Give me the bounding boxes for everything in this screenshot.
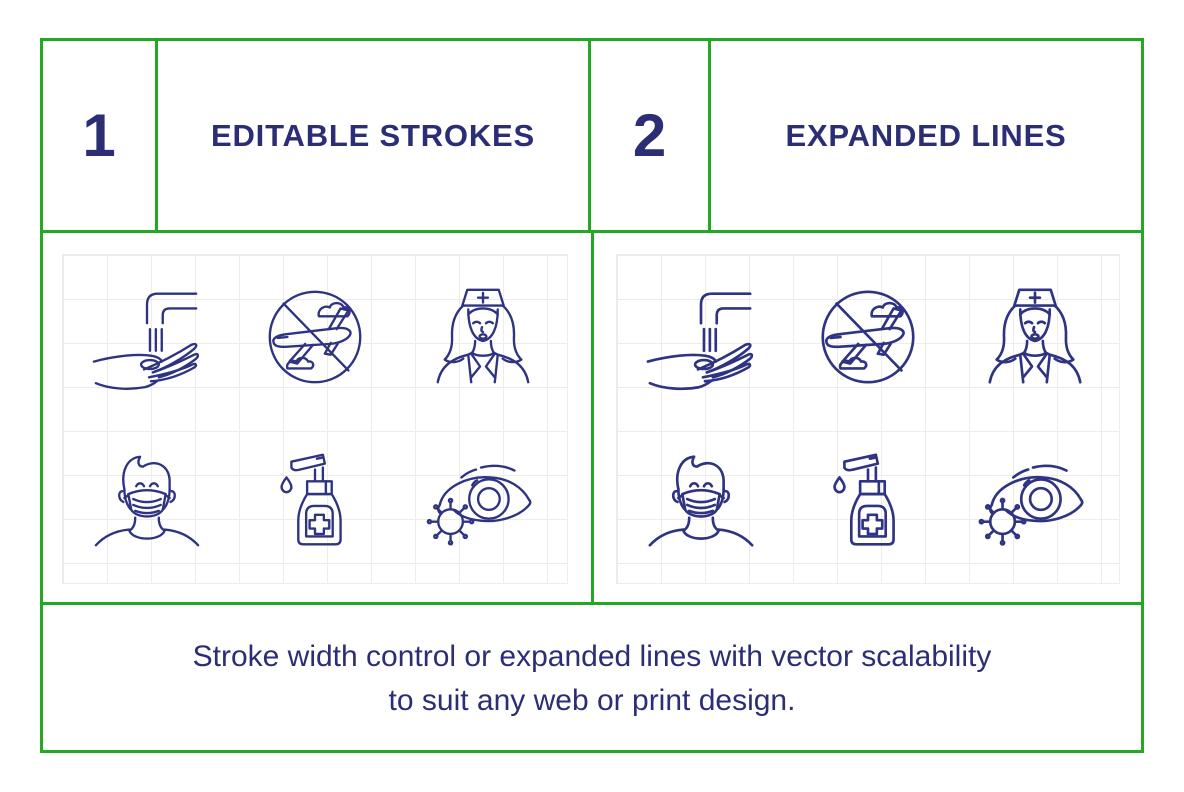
no-air-travel-icon [808, 277, 928, 397]
man-face-mask-icon [87, 441, 207, 561]
hand-sanitizer-icon [255, 441, 375, 561]
caption: Stroke width control or expanded lines w… [43, 608, 1141, 750]
step-number-2: 2 [591, 41, 711, 230]
hand-sanitizer-icon [808, 441, 928, 561]
caption-line-2: to suit any web or print design. [388, 684, 796, 717]
header-row: 1 EDITABLE STROKES 2 EXPANDED LINES [43, 41, 1141, 233]
panel-editable-strokes [43, 233, 594, 602]
hand-washing-icon [641, 277, 761, 397]
icon-grid-editable-strokes [62, 254, 568, 584]
nurse-icon [975, 277, 1095, 397]
header-label-editable-strokes: EDITABLE STROKES [158, 41, 591, 230]
table-frame: 1 EDITABLE STROKES 2 EXPANDED LINES Stro… [40, 38, 1144, 753]
eye-virus-icon [423, 441, 543, 561]
man-face-mask-icon [641, 441, 761, 561]
hand-washing-icon [87, 277, 207, 397]
step-number-1: 1 [43, 41, 158, 230]
header-label-expanded-lines: EXPANDED LINES [785, 117, 1067, 153]
panel-expanded-lines [594, 233, 1141, 602]
caption-line-1: Stroke width control or expanded lines w… [192, 640, 992, 673]
eye-virus-icon [975, 441, 1095, 561]
nurse-icon [423, 277, 543, 397]
icons-row [43, 233, 1141, 605]
no-air-travel-icon [255, 277, 375, 397]
icon-grid-expanded-lines [616, 254, 1120, 584]
